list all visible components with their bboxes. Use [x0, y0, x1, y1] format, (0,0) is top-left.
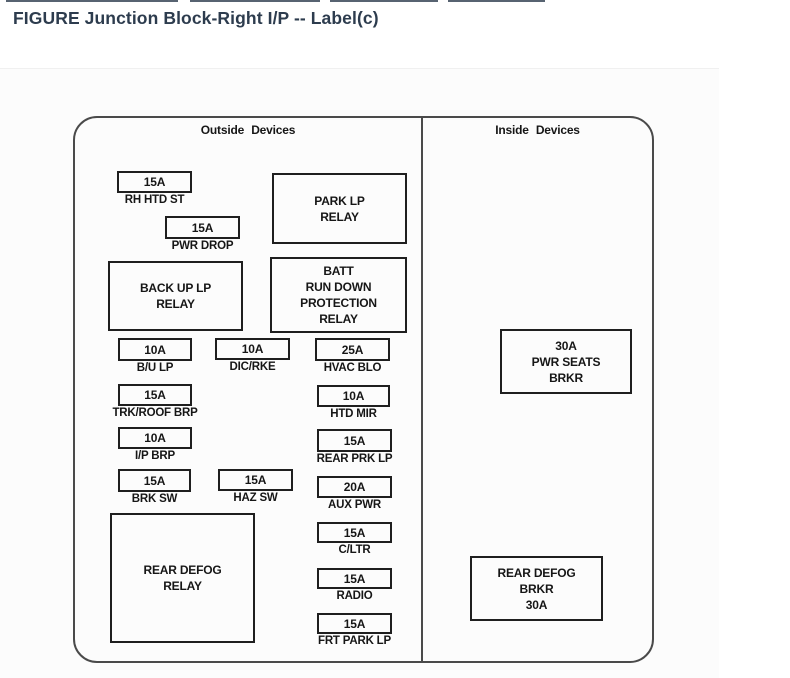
- fuse-amp-box: 25A: [315, 338, 390, 361]
- fuse-htd-mir: 10A HTD MIR: [317, 385, 390, 420]
- fuse-amp: 15A: [191, 220, 214, 235]
- relay-park-lp-label: PARK LP RELAY: [314, 193, 365, 224]
- fuse-amp: 15A: [343, 433, 366, 448]
- breaker-rear-defog: REAR DEFOG BRKR 30A: [470, 556, 603, 621]
- fuse-amp-box: 15A: [317, 613, 392, 634]
- fuse-label: HAZ SW: [233, 492, 278, 504]
- relay-batt-run-down-protection: BATT RUN DOWN PROTECTION RELAY: [270, 257, 407, 333]
- fuse-amp: 10A: [144, 431, 166, 445]
- fuse-rear-prk-lp: 15A REAR PRK LP: [317, 429, 393, 465]
- fuse-amp-box: 10A: [317, 385, 390, 407]
- fuse-label: I/P BRP: [135, 450, 175, 462]
- fuse-ip-brp: 10A I/P BRP: [118, 427, 192, 462]
- fuse-bu-lp: 10A B/U LP: [118, 338, 192, 374]
- fuse-label: C/LTR: [338, 544, 371, 556]
- fuse-label: DIC/RKE: [229, 361, 276, 373]
- figure-title: FIGURE Junction Block-Right I/P -- Label…: [13, 8, 379, 28]
- fuse-label: REAR PRK LP: [316, 453, 393, 465]
- cropped-text-fragment: [6, 0, 178, 2]
- fuse-amp-box: 15A: [118, 384, 192, 406]
- section-divider-line: [421, 118, 423, 661]
- fuse-amp: 15A: [144, 388, 166, 402]
- fuse-label: FRT PARK LP: [318, 635, 391, 647]
- fuse-amp: 10A: [144, 342, 166, 357]
- fuse-label: HVAC BLO: [323, 362, 382, 374]
- fuse-amp: 15A: [343, 616, 366, 631]
- fuse-amp: 15A: [343, 525, 366, 540]
- fuse-label: HTD MIR: [330, 408, 377, 420]
- fuse-aux-pwr: 20A AUX PWR: [317, 476, 392, 511]
- fuse-dic-rke: 10A DIC/RKE: [215, 338, 290, 373]
- fuse-label: AUX PWR: [328, 499, 381, 511]
- fuse-amp-box: 10A: [118, 338, 192, 361]
- fuse-amp: 15A: [343, 571, 366, 586]
- fuse-label: BRK SW: [131, 493, 178, 505]
- cropped-text-fragment: [190, 0, 320, 2]
- fuse-amp: 10A: [342, 389, 365, 403]
- fuse-amp: 15A: [143, 473, 166, 488]
- fuse-amp-box: 15A: [317, 522, 392, 543]
- breaker-pwr-seats-label: 30A PWR SEATS BRKR: [531, 338, 601, 385]
- relay-rear-defog-label: REAR DEFOG RELAY: [143, 563, 222, 593]
- fuse-pwr-drop: 15A PWR DROP: [165, 216, 240, 252]
- fuse-amp-box: 15A: [118, 469, 191, 492]
- fuse-radio: 15A RADIO: [317, 568, 392, 602]
- fuse-brk-sw: 15A BRK SW: [118, 469, 191, 505]
- fuse-amp-box: 15A: [317, 429, 392, 452]
- fuse-amp-box: 15A: [218, 469, 293, 491]
- fuse-rh-htd-st: 15A RH HTD ST: [117, 171, 192, 206]
- relay-batt-run-down-protection-label: BATT RUN DOWN PROTECTION RELAY: [300, 264, 377, 326]
- fuse-hvac-blo: 25A HVAC BLO: [315, 338, 390, 374]
- fuse-amp-box: 10A: [118, 427, 192, 449]
- outside-devices-header: Outside Devices: [200, 123, 296, 137]
- fuse-label: TRK/ROOF BRP: [112, 407, 198, 419]
- relay-back-up-lp-label: BACK UP LP RELAY: [139, 281, 212, 311]
- content-area: Outside Devices Inside Devices PARK LP R…: [0, 68, 719, 678]
- fuse-amp: 10A: [241, 342, 264, 356]
- junction-block-diagram: Outside Devices Inside Devices PARK LP R…: [73, 116, 654, 663]
- fuse-amp: 15A: [244, 473, 267, 487]
- fuse-amp: 15A: [143, 175, 166, 189]
- fuse-label: RADIO: [336, 590, 373, 602]
- fuse-label: B/U LP: [136, 362, 174, 374]
- fuse-amp: 25A: [341, 342, 364, 357]
- fuse-amp-box: 10A: [215, 338, 290, 360]
- inside-devices-header: Inside Devices: [495, 123, 580, 137]
- relay-park-lp: PARK LP RELAY: [272, 173, 407, 244]
- breaker-pwr-seats: 30A PWR SEATS BRKR: [500, 329, 632, 394]
- fuse-amp-box: 15A: [117, 171, 192, 193]
- fuse-amp: 20A: [343, 480, 366, 494]
- relay-rear-defog: REAR DEFOG RELAY: [110, 513, 255, 643]
- fuse-label: PWR DROP: [171, 240, 234, 252]
- fuse-label: RH HTD ST: [124, 194, 185, 206]
- fuse-amp-box: 15A: [165, 216, 240, 239]
- cropped-text-fragment: [448, 0, 545, 2]
- fuse-haz-sw: 15A HAZ SW: [218, 469, 293, 504]
- relay-back-up-lp: BACK UP LP RELAY: [108, 261, 243, 331]
- fuse-trk-roof-brp: 15A TRK/ROOF BRP: [112, 384, 198, 419]
- fuse-frt-park-lp: 15A FRT PARK LP: [317, 613, 392, 647]
- fuse-amp-box: 15A: [317, 568, 392, 589]
- fuse-cltr: 15A C/LTR: [317, 522, 392, 556]
- fuse-amp-box: 20A: [317, 476, 392, 498]
- breaker-rear-defog-label: REAR DEFOG BRKR 30A: [497, 565, 576, 612]
- cropped-text-fragment: [330, 0, 438, 2]
